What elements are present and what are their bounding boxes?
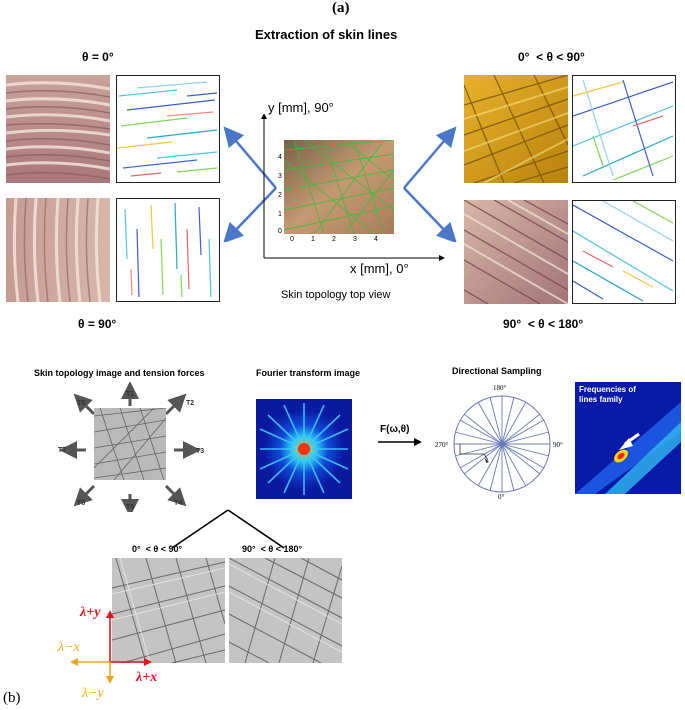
- panel-a-label: (a): [332, 0, 350, 16]
- x-tick-row: 0 1 2 3 4: [285, 236, 385, 246]
- skin-texture-theta-90-180: [464, 200, 568, 304]
- lambda-minus-y: λ−y: [82, 686, 104, 701]
- lambda-minus-x: λ−x: [58, 640, 80, 655]
- label-theta-90: θ = 90°: [78, 317, 117, 331]
- skin-texture-theta-90: [6, 198, 110, 302]
- angle-180: 180°: [493, 384, 507, 392]
- panel-b-label: (b): [3, 690, 21, 706]
- arrow-to-left-tiles: [223, 126, 277, 242]
- x-tick: 0: [290, 236, 294, 243]
- fourier-image: [256, 399, 352, 499]
- tension-label-t4: T4: [174, 500, 183, 507]
- fourier-title: Fourier transform image: [256, 368, 361, 378]
- y-tick: 4: [278, 154, 282, 161]
- range-label-0-90: 0° < θ < 90°: [132, 544, 183, 554]
- lines-map-theta-90: [116, 198, 220, 302]
- angle-0: 0°: [498, 493, 505, 501]
- y-tick: 0: [278, 228, 282, 235]
- filtered-image-90-180: [229, 558, 342, 663]
- filtered-image-0-90: [112, 558, 225, 663]
- range-label-90-180: 90° < θ < 180°: [242, 544, 303, 554]
- topology-title: Skin topology image and tension forces: [34, 368, 205, 378]
- split-lines: [171, 509, 285, 549]
- label-theta-0-90: 0° < θ < 90°: [518, 50, 585, 64]
- label-theta-0: θ = 0°: [82, 50, 114, 64]
- skin-texture-theta-0: [6, 75, 110, 183]
- tension-label-t3: T3: [196, 448, 205, 455]
- label-theta-90-180: 90° < θ < 180°: [503, 317, 584, 331]
- y-axis-label: y [mm], 90°: [268, 100, 334, 115]
- lambda-axes: [70, 610, 152, 684]
- transform-arrow: [378, 438, 422, 446]
- lambda-plus-x: λ+x: [136, 670, 158, 685]
- lambda-plus-y: λ+y: [80, 605, 101, 620]
- x-tick: 2: [332, 236, 336, 243]
- x-tick: 3: [353, 236, 357, 243]
- lines-map-theta-90-180: [572, 200, 676, 304]
- frequency-annotation: Frequencies of lines family: [579, 385, 636, 404]
- panel-a-title: Extraction of skin lines: [255, 27, 398, 42]
- topology-axes: [261, 114, 445, 261]
- tension-label-t2: T2: [186, 400, 195, 407]
- arrow-to-right-tiles: [403, 126, 457, 242]
- y-tick: 3: [278, 173, 282, 180]
- y-tick-col: 4 3 2 1 0: [278, 140, 286, 236]
- sampling-title: Directional Sampling: [452, 366, 542, 376]
- tension-label-t8: T8: [77, 400, 86, 407]
- tension-label-t5: T5: [126, 504, 135, 511]
- skin-texture-theta-0-90: [464, 75, 568, 183]
- lines-map-theta-0-90: [572, 75, 676, 183]
- frequency-crop-image: Frequencies of lines family: [575, 382, 681, 494]
- x-tick: 4: [374, 236, 378, 243]
- tension-arrows: [59, 382, 201, 512]
- tension-label-t7: T7: [58, 447, 67, 454]
- angle-90: 90°: [553, 441, 563, 449]
- skin-topology-image: [284, 140, 394, 234]
- directional-sampling-polar: [453, 395, 551, 493]
- lines-map-theta-0: [116, 75, 220, 183]
- y-tick: 1: [278, 211, 282, 218]
- topology-caption: Skin topology top view: [281, 289, 391, 301]
- angle-270: 270°: [435, 441, 449, 449]
- tension-label-t6: T6: [77, 500, 86, 507]
- skin-topology-gray: [94, 408, 166, 480]
- transform-label: F(ω,θ): [380, 424, 410, 435]
- x-tick: 1: [311, 236, 315, 243]
- y-tick: 2: [278, 192, 282, 199]
- x-axis-label: x [mm], 0°: [350, 261, 409, 276]
- tension-label-t1: T1: [126, 391, 135, 398]
